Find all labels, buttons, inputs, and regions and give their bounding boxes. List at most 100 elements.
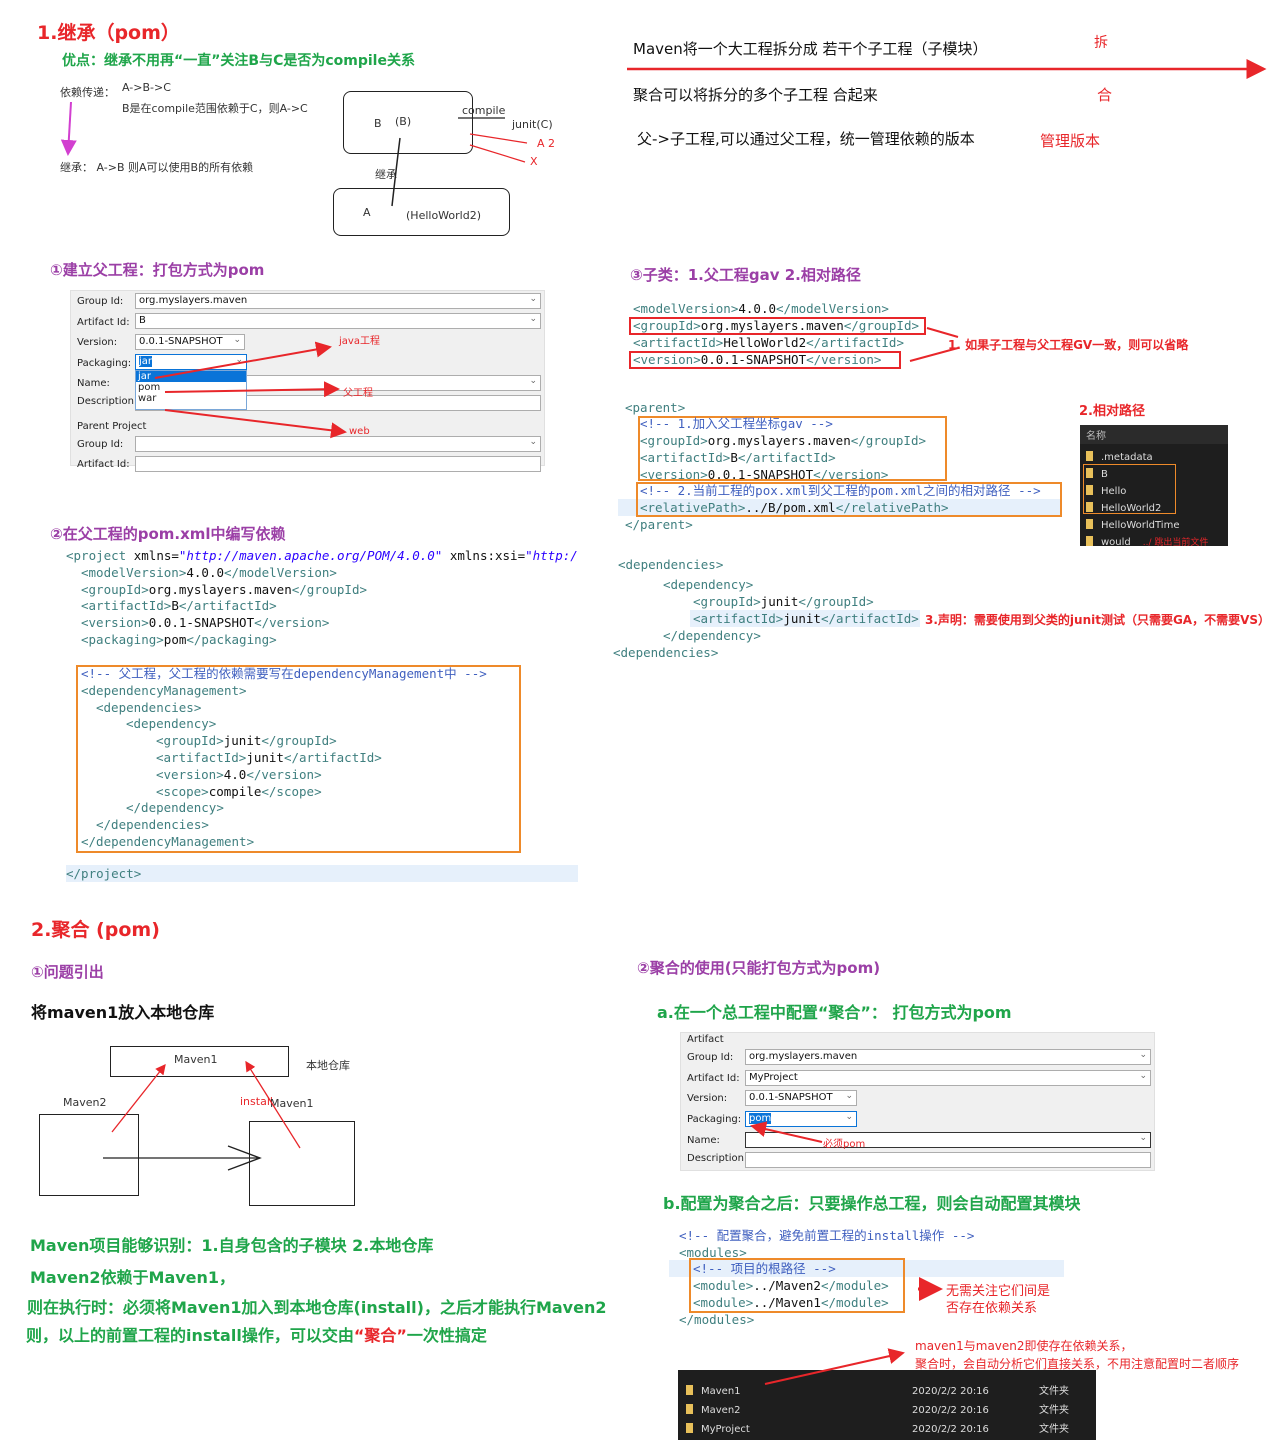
maven2-label: Maven2 (63, 1096, 107, 1109)
parent-group-input[interactable]: ⌄ (135, 436, 541, 452)
packaging-value: jar (139, 356, 153, 367)
code-line: <version>0.0.1-SNAPSHOT</version> (633, 352, 882, 367)
maven2-box (39, 1114, 139, 1196)
code-line: <relativePath>../B/pom.xml</relativePath… (640, 500, 949, 515)
dep-chain: A->B->C (122, 81, 171, 94)
label-b: B (374, 117, 382, 130)
packaging-select[interactable]: pom⌄ (745, 1111, 857, 1127)
gav-box (638, 416, 947, 481)
current-line-highlight (669, 1260, 1064, 1277)
group-id-input[interactable]: org.myslayers.maven ⌄ (745, 1049, 1151, 1065)
intro-parent: 父->子工程,可以通过父工程，统一管理依赖的版本 (637, 130, 975, 148)
option-pom[interactable]: pom (138, 382, 161, 393)
code-line: <dependencyManagement> (81, 683, 247, 698)
label-compile: compile (462, 104, 506, 117)
parent-artifact-input[interactable] (135, 456, 541, 472)
note-auto-1: maven1与maven2即使存在依赖关系， (915, 1339, 1133, 1353)
code-line: <version>0.0.1-SNAPSHOT</version> (640, 467, 889, 482)
note-web: web (349, 426, 370, 437)
chevron-down-icon: ⌄ (1139, 1133, 1147, 1143)
intro-merge: 聚合可以将拆分的多个子工程 合起来 (633, 86, 878, 104)
version-label: Version: (687, 1093, 728, 1104)
code-line: <!-- 1.加入父工程坐标gav --> (640, 416, 833, 431)
code-line: <module>../Maven1</module> (693, 1295, 889, 1310)
label-b-paren: (B) (395, 115, 412, 128)
a-title: a.在一个总工程中配置“聚合”： 打包方式为pom (657, 1003, 1012, 1022)
note-gv: 1. 如果子工程与父工程GV一致，则可以省略 (948, 338, 1189, 352)
folder-icon (686, 1423, 693, 1433)
note-junit: 3.声明：需要使用到父类的junit测试（只需要GA，不需要VS） (925, 613, 1271, 627)
code-line: <scope>compile</scope> (156, 784, 322, 799)
code-line: <modules> (679, 1245, 747, 1260)
packaging-select[interactable]: jar⌄ (135, 354, 247, 370)
line4-part-c: 一次性搞定 (406, 1326, 487, 1345)
code-line: <groupId>org.myslayers.maven</groupId> (640, 433, 927, 448)
code-line: <parent> (625, 400, 686, 415)
folder-name: Maven2 (701, 1405, 741, 1416)
step2-title: ②在父工程的pom.xml中编写依赖 (50, 525, 286, 543)
version-select[interactable]: 0.0.1-SNAPSHOT⌄ (745, 1090, 857, 1106)
chevron-down-icon: ⌄ (1139, 1050, 1147, 1060)
folder-name: would (1101, 537, 1131, 548)
packaging-label: Packaging: (77, 358, 132, 369)
current-line-highlight (66, 865, 578, 882)
code-line: <dependency> (126, 716, 217, 731)
code-line: <artifactId>junit</artifactId> (156, 750, 382, 765)
folder-item[interactable]: .metadata (1086, 449, 1208, 466)
folder-highlight-box (1083, 464, 1176, 514)
green-line-2: Maven2依赖于Maven1， (30, 1268, 236, 1287)
code-line: <artifactId>B</artifactId> (81, 598, 277, 613)
label-a: A (363, 206, 371, 219)
code-line: <groupId>org.myslayers.maven</groupId> (633, 318, 920, 333)
description-label: Description: (77, 396, 138, 407)
code-line: <groupId>junit</groupId> (693, 594, 874, 609)
group-value: org.myslayers.maven (749, 1051, 858, 1062)
folder-date: 2020/2/2 20:16 (912, 1424, 989, 1435)
folder-icon (686, 1404, 693, 1414)
label-a2: A 2 (537, 137, 556, 150)
group-value: org.myslayers.maven (139, 295, 248, 306)
option-jar[interactable]: jar (136, 371, 246, 382)
folder-item[interactable]: would../ 跳出当前文件 (1086, 534, 1208, 552)
code-line: </dependency> (126, 800, 224, 815)
folder-item[interactable]: Hello (1086, 483, 1208, 500)
file-explorer: 名称 .metadata B Hello HelloWorld2 HelloWo… (1080, 425, 1228, 548)
folder-date: 2020/2/2 20:16 (912, 1405, 989, 1416)
folder-name: HelloWorldTime (1101, 520, 1180, 531)
folder-item[interactable]: B (1086, 466, 1208, 483)
code-line: <dependencies> (96, 700, 202, 715)
code-line: <modelVersion>4.0.0</modelVersion> (81, 565, 337, 580)
green-line-4: 则，以上的前置工程的install操作，可以交由“聚合”一次性搞定 (26, 1322, 487, 1346)
install-label: install (240, 1095, 273, 1108)
lead-text: 将maven1放入本地仓库 (31, 1003, 215, 1022)
artifact-id-input[interactable]: B⌄ (135, 313, 541, 329)
new-project-form: Group Id: org.myslayers.maven⌄ Artifact … (70, 290, 545, 472)
relative-path-box (636, 482, 1062, 517)
intro-split-tag: 拆 (1094, 35, 1108, 51)
description-input[interactable] (745, 1152, 1151, 1168)
parent-project-label: Parent Project (77, 421, 147, 432)
code-line: <module>../Maven2</module> (693, 1278, 889, 1293)
code-line: <project xmlns="http://maven.apache.org/… (66, 548, 578, 563)
packaging-dropdown: jar pom war (135, 370, 247, 410)
dep-desc: B是在compile范围依赖于C，则A->C (122, 102, 308, 115)
folder-item[interactable]: HelloWorld2 (1086, 500, 1208, 517)
artifact-id-input[interactable]: MyProject⌄ (745, 1070, 1151, 1086)
name-input[interactable]: ⌄ (745, 1132, 1151, 1148)
version-select[interactable]: 0.0.1-SNAPSHOT⌄ (135, 334, 245, 350)
chevron-down-icon: ⌄ (529, 376, 537, 386)
dep-label: 依赖传递： (60, 86, 115, 99)
section2-title: 2.聚合 (pom) (31, 919, 160, 941)
folder-date: 2020/2/2 20:16 (912, 1386, 989, 1397)
group-id-input[interactable]: org.myslayers.maven⌄ (135, 293, 541, 309)
version-value: 0.0.1-SNAPSHOT (749, 1092, 833, 1103)
folder-item[interactable]: HelloWorldTime (1086, 517, 1208, 534)
chevron-down-icon: ⌄ (845, 1112, 853, 1122)
packaging-label: Packaging: (687, 1114, 742, 1125)
name-label: Name: (687, 1135, 720, 1146)
parent-group-label: Group Id: (77, 439, 124, 450)
option-war[interactable]: war (138, 393, 157, 404)
